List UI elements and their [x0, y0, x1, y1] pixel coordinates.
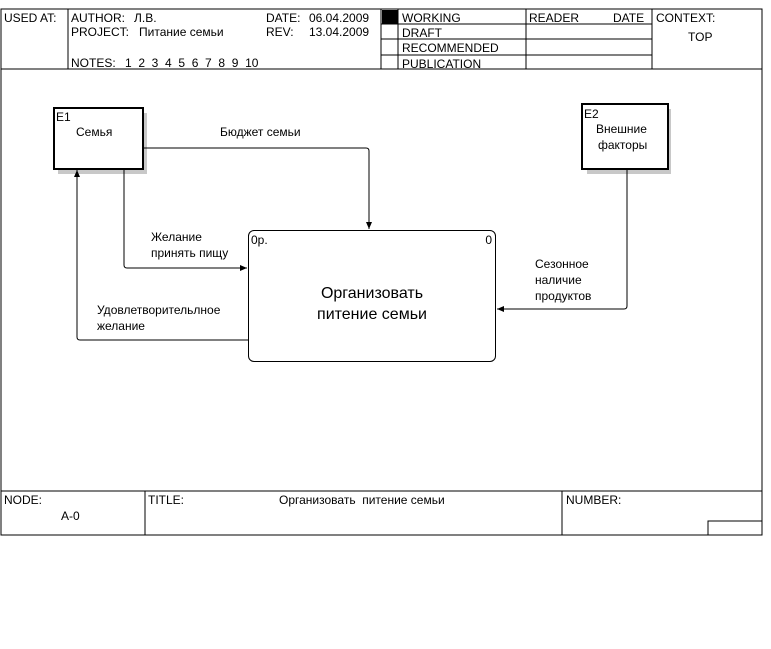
label-seasonal-line2: наличие: [535, 273, 582, 287]
notes-numbers: 1 2 3 4 5 6 7 8 9 10: [125, 56, 259, 70]
e1-id: E1: [56, 110, 71, 124]
status-working[interactable]: WORKING: [402, 11, 461, 25]
label-budget: Бюджет семьи: [220, 125, 301, 139]
date-col-label: DATE: [613, 11, 645, 25]
e2-label-line1: Внешние: [596, 122, 647, 136]
activity-label-line1: Организовать: [320, 285, 424, 302]
label-seasonal-line3: продуктов: [535, 289, 592, 303]
status-draft[interactable]: DRAFT: [402, 26, 442, 40]
title-value: Организовать питение семьи: [279, 493, 445, 507]
activity-label-line2: питение семьи: [317, 306, 427, 323]
context-label: CONTEXT:: [656, 11, 716, 25]
arrow-budget: [141, 147, 372, 229]
e1-label: Семья: [76, 125, 113, 139]
number-label: NUMBER:: [566, 493, 622, 507]
author-value: Л.В.: [134, 11, 157, 25]
notes-label: NOTES:: [71, 56, 116, 70]
external-entity-e2[interactable]: E2 Внешние факторы: [581, 103, 669, 170]
node-label: NODE:: [4, 493, 43, 507]
node-value: A-0: [61, 509, 80, 523]
activity-box[interactable]: 0р. 0 Организовать питение семьи: [248, 230, 496, 362]
e2-label-line2: факторы: [598, 138, 648, 152]
rev-label: REV:: [266, 25, 294, 39]
context-value: TOP: [688, 30, 713, 44]
used-at-label: USED AT:: [4, 11, 57, 25]
date-value: 06.04.2009: [309, 11, 370, 25]
e2-id: E2: [584, 107, 599, 121]
label-desire-line2: принять пищу: [151, 246, 229, 260]
label-satisfied-line1: Удовлетворительлное: [97, 303, 221, 317]
label-desire-line1: Желание: [151, 230, 202, 244]
project-label: PROJECT:: [71, 25, 130, 39]
arrow-satisfied: [74, 170, 248, 341]
project-value: Питание семьи: [139, 25, 224, 39]
label-satisfied-line2: желание: [97, 319, 145, 333]
title-label: TITLE:: [148, 493, 185, 507]
arrow-desire: [123, 168, 247, 271]
activity-number: 0: [485, 233, 492, 247]
date-label: DATE:: [266, 11, 301, 25]
external-entity-e1[interactable]: E1 Семья: [53, 107, 144, 170]
status-publication[interactable]: PUBLICATION: [402, 57, 482, 71]
author-label: AUTHOR:: [71, 11, 125, 25]
label-seasonal-line1: Сезонное: [535, 257, 589, 271]
activity-ref: 0р.: [251, 233, 268, 247]
reader-label: READER: [529, 11, 580, 25]
rev-value: 13.04.2009: [309, 25, 370, 39]
status-recommended[interactable]: RECOMMENDED: [402, 41, 499, 55]
arrow-seasonal: [497, 168, 628, 312]
